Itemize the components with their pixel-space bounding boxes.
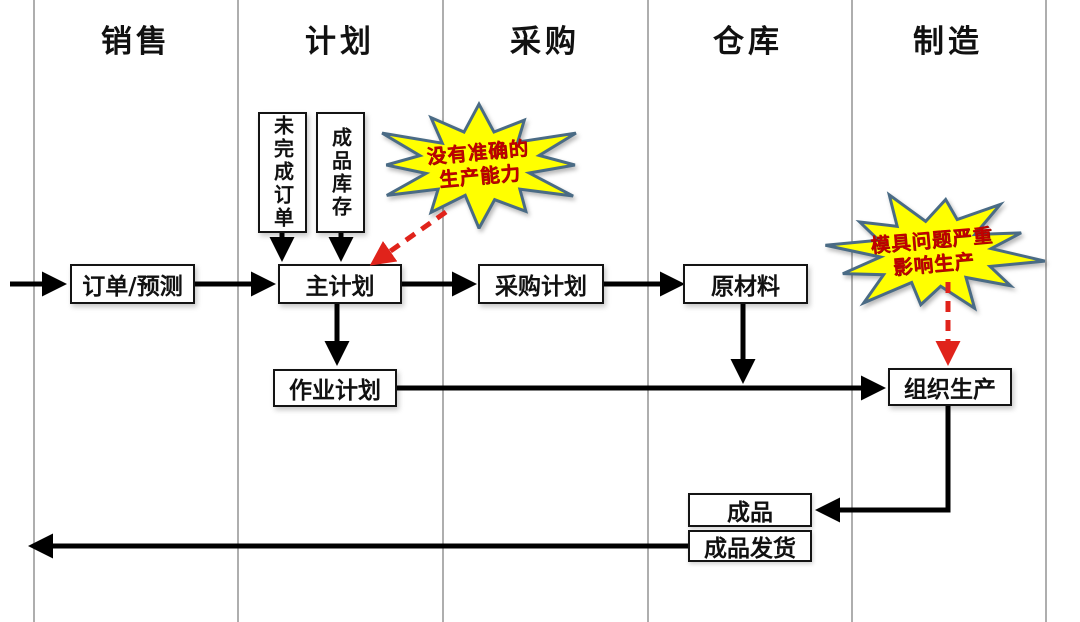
node-raw-materials: 原材料 bbox=[683, 264, 808, 304]
node-order-forecast: 订单/预测 bbox=[70, 264, 195, 304]
callout-no-accurate-capacity: 没有准确的 生产能力 bbox=[368, 101, 590, 229]
node-organize-production: 组织生产 bbox=[888, 368, 1012, 406]
starburst-shape bbox=[820, 190, 1046, 316]
node-operation-plan: 作业计划 bbox=[273, 369, 397, 407]
node-unfinished-orders: 未完成订单 bbox=[258, 112, 307, 233]
lane-header-sales: 销售 bbox=[101, 24, 171, 60]
node-finished-goods-shipping: 成品发货 bbox=[688, 530, 812, 562]
arrow-production-to-finishedgoods bbox=[815, 406, 951, 523]
node-purchase-plan: 采购计划 bbox=[478, 264, 604, 304]
lane-header-warehouse: 仓库 bbox=[713, 24, 783, 60]
node-master-plan: 主计划 bbox=[278, 264, 402, 304]
lane-header-planning: 计划 bbox=[305, 24, 375, 60]
lane-header-manufacturing: 制造 bbox=[913, 24, 983, 60]
warning-arrow-capacity-to-masterplan bbox=[369, 209, 448, 266]
lane-header-purchasing: 采购 bbox=[510, 24, 580, 60]
node-finished-goods: 成品 bbox=[688, 493, 812, 527]
starburst-shape bbox=[368, 101, 590, 229]
callout-mold-problem: 模具问题严重 影响生产 bbox=[820, 190, 1046, 316]
node-finished-inventory: 成品库存 bbox=[316, 112, 365, 233]
